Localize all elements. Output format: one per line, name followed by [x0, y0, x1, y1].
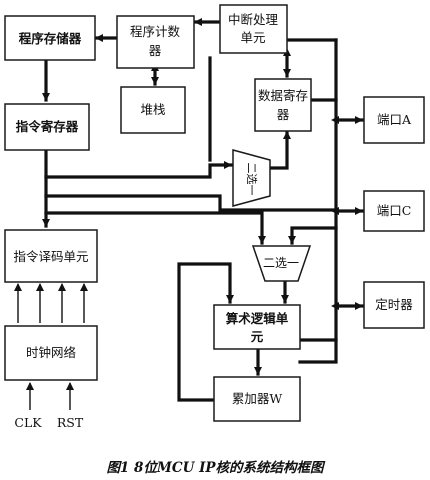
- interrupt-label-1: 中断处理: [228, 12, 279, 27]
- rst-label: RST: [57, 415, 84, 430]
- clock-network-label: 时钟网络: [26, 345, 77, 360]
- program-memory-label: 程序存储器: [19, 31, 82, 46]
- instruction-decoder-label: 指令译码单元: [13, 249, 88, 264]
- figure-caption: 图1 8位MCU IP核的系统结构框图: [106, 460, 324, 476]
- instruction-decoder-block: 指令译码单元: [4, 229, 98, 283]
- stack-block: 堆栈: [120, 86, 186, 134]
- program-counter-label-1: 程序计数: [130, 24, 181, 39]
- accumulator-block: 累加器W: [213, 376, 301, 422]
- ir-horizontal-bus-lower: [44, 194, 338, 212]
- timer-block: 定时器: [363, 281, 425, 329]
- program-counter-label-2: 器: [149, 43, 162, 58]
- bus-to-mux-mid: [288, 226, 338, 245]
- accumulator-label: 累加器W: [232, 391, 283, 406]
- alu-block: 算术逻辑单 元: [213, 304, 301, 350]
- alu-label-1: 算术逻辑单: [226, 311, 289, 326]
- port-a-label: 端口A: [377, 112, 412, 127]
- mux-top: 二选一: [232, 149, 271, 207]
- program-counter-block: 程序计数 器: [116, 15, 195, 69]
- mux-mid: 二选一: [251, 245, 312, 282]
- mux-top-to-datareg-bus: [268, 130, 291, 170]
- data-register-label-2: 器: [277, 107, 290, 122]
- acc-feedback-loop: [177, 262, 234, 402]
- clk-label: CLK: [14, 415, 42, 430]
- program-memory-block: 程序存储器: [4, 15, 96, 61]
- instruction-register-label: 指令寄存器: [16, 119, 79, 134]
- port-a-block: 端口A: [363, 96, 425, 144]
- interrupt-label-2: 单元: [240, 30, 265, 45]
- ir-to-mux-mid-bus: [44, 211, 266, 245]
- alu-label-2: 元: [251, 329, 264, 344]
- data-register-label-1: 数据寄存: [258, 88, 308, 103]
- stack-label: 堆栈: [140, 102, 165, 117]
- mux-top-label: 二选一: [245, 163, 258, 196]
- instruction-register-block: 指令寄存器: [4, 103, 90, 151]
- port-c-label: 端口C: [377, 203, 412, 218]
- clock-network-block: 时钟网络: [4, 325, 98, 381]
- right-data-bus: [298, 38, 338, 364]
- interrupt-unit-block: 中断处理 单元: [219, 4, 288, 54]
- data-register-block: 数据寄存 器: [254, 78, 312, 132]
- mux-mid-label: 二选一: [263, 256, 299, 270]
- ir-to-mux-top-bus: [44, 161, 233, 179]
- port-c-block: 端口C: [363, 190, 425, 232]
- timer-label: 定时器: [375, 297, 413, 312]
